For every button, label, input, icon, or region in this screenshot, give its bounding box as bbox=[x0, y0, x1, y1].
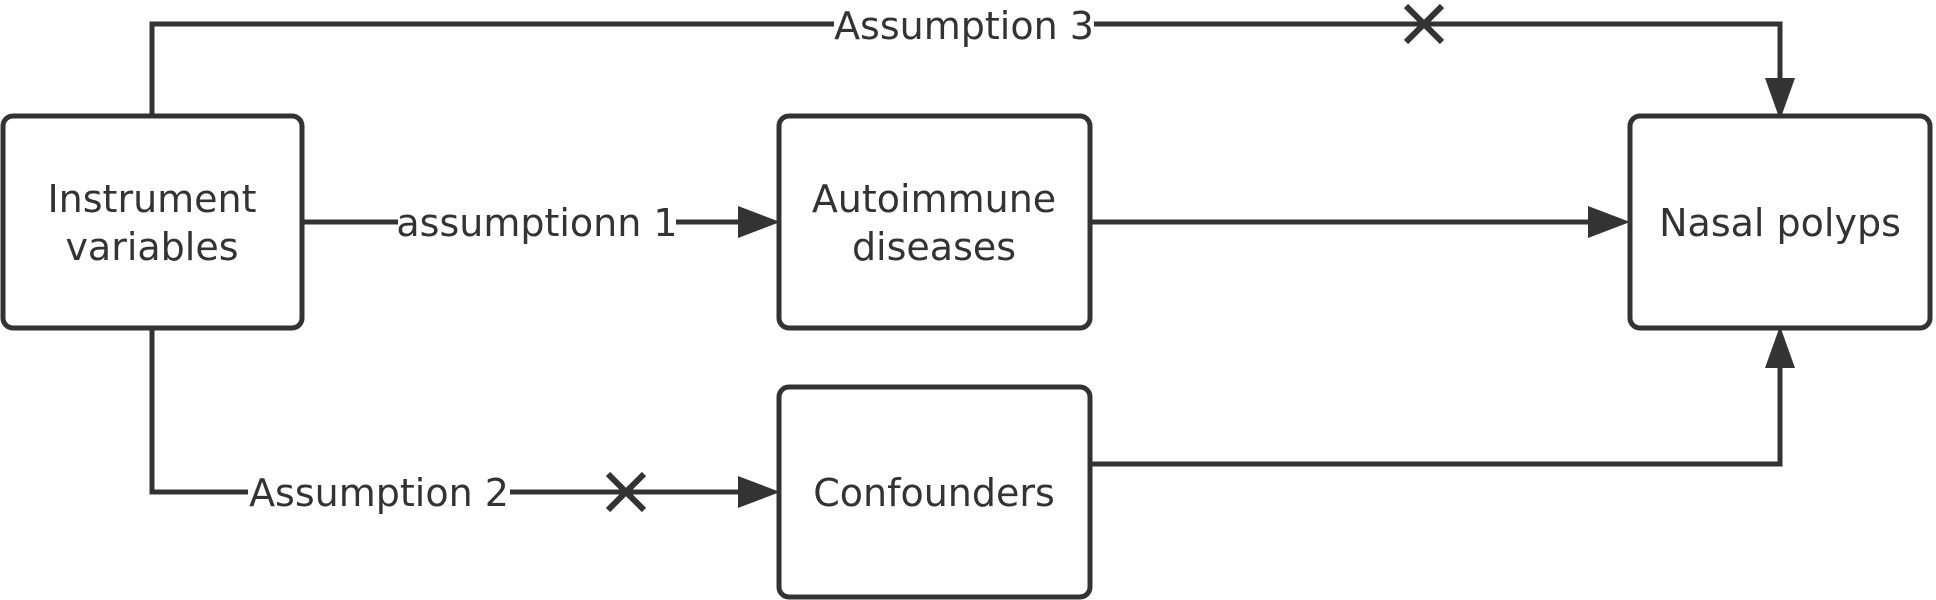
node-instrument-variables: Instrument variables bbox=[0, 113, 305, 331]
edge-label-assumption-3: Assumption 3 bbox=[834, 4, 1094, 48]
node-label-line: Nasal polyps bbox=[1659, 201, 1901, 245]
cross-icon-assumption-2 bbox=[605, 471, 647, 513]
arrowhead-assumption-1 bbox=[738, 206, 780, 238]
arrowhead-confounders-to-nasal bbox=[1765, 326, 1795, 368]
node-confounders: Confounders bbox=[776, 384, 1093, 600]
arrowhead-assumption-3 bbox=[1765, 78, 1795, 120]
edge-confounders-to-nasal bbox=[1090, 360, 1783, 467]
cross-icon-assumption-3 bbox=[1403, 3, 1445, 45]
node-label-line: diseases bbox=[852, 225, 1016, 269]
node-label-line: Confounders bbox=[813, 471, 1055, 515]
arrowhead-autoimmune-to-nasal bbox=[1588, 206, 1630, 238]
node-label-line: Instrument bbox=[47, 177, 256, 221]
edge-label-assumption-1: assumptionn 1 bbox=[396, 201, 677, 245]
edge-assumption-2 bbox=[149, 328, 750, 495]
node-nasal-polyps: Nasal polyps bbox=[1627, 113, 1933, 331]
node-autoimmune-diseases: Autoimmune diseases bbox=[776, 113, 1093, 331]
edge-label-assumption-2: Assumption 2 bbox=[249, 471, 509, 515]
node-label-line: Autoimmune bbox=[812, 177, 1056, 221]
arrowhead-assumption-2 bbox=[738, 476, 780, 508]
node-label-line: variables bbox=[65, 225, 238, 269]
